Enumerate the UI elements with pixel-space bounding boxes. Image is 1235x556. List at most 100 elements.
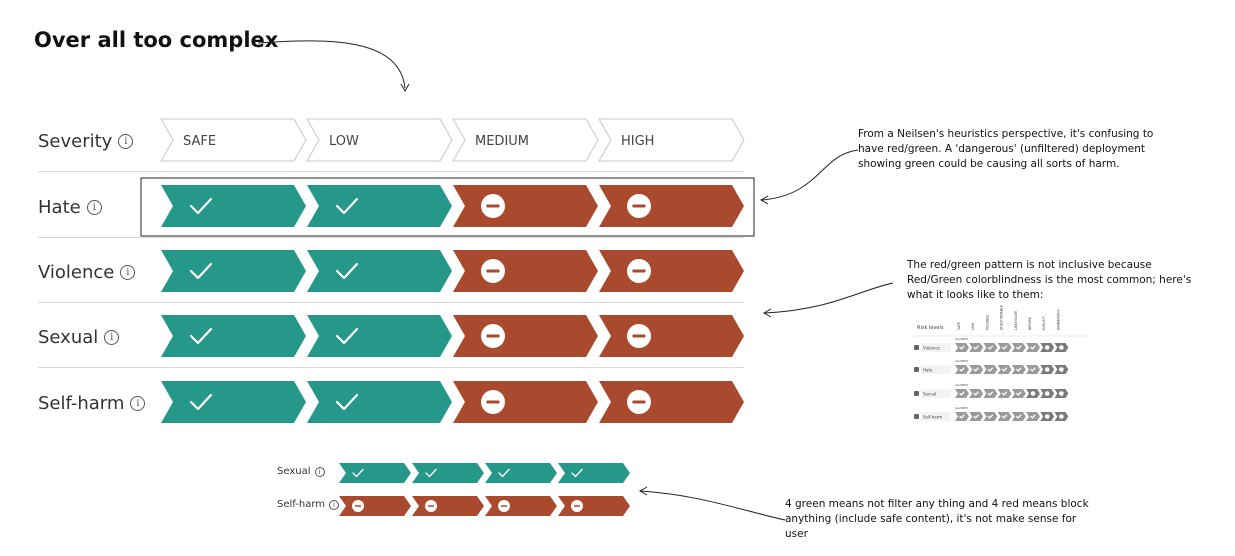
severity-level-label: SAFE — [183, 134, 216, 149]
hate-highlight-box — [140, 177, 755, 237]
check-icon — [1030, 345, 1036, 350]
check-icon — [1030, 367, 1036, 372]
title-arrow — [257, 40, 406, 89]
category-label-sexual: Sexual i — [38, 323, 120, 351]
check-icon — [352, 468, 364, 478]
block-icon — [571, 500, 583, 512]
block-icon — [498, 500, 510, 512]
info-icon[interactable]: i — [86, 199, 102, 215]
thumb-block-icon — [1059, 414, 1064, 419]
severity-level-chevron — [160, 118, 307, 162]
allow-chevron[interactable] — [161, 185, 306, 227]
block-icon — [481, 259, 505, 283]
check-icon — [959, 391, 965, 396]
allow-chevron[interactable] — [307, 185, 452, 227]
hate-arrow-head — [759, 195, 769, 205]
info-icon[interactable]: i — [329, 499, 340, 510]
check-icon — [987, 391, 994, 396]
check-icon — [335, 327, 359, 345]
severity-level-label: LOW — [329, 134, 359, 149]
allow-chevron[interactable] — [161, 315, 306, 357]
block-icon — [481, 324, 505, 348]
thumb-block-icon — [1044, 345, 1050, 350]
check-icon — [1001, 391, 1008, 396]
mini-block-chevron[interactable] — [485, 496, 557, 516]
severity-level-label: HIGH — [621, 134, 654, 149]
check-icon — [959, 367, 965, 372]
check-icon — [959, 345, 965, 350]
severity-label-group: Severity i — [38, 127, 134, 155]
title-arrow-head — [400, 83, 410, 93]
thumb-tag: ALLOWED — [955, 406, 968, 410]
thumb-checkbox — [914, 391, 919, 396]
mini-block-chevron[interactable] — [339, 496, 411, 516]
block-icon — [627, 324, 651, 348]
allow-chevron[interactable] — [161, 381, 306, 423]
block-icon — [481, 390, 505, 414]
severity-level-chevron — [452, 118, 599, 162]
colorblind-note: The red/green pattern is not inclusive b… — [907, 259, 1192, 301]
check-icon — [1001, 414, 1008, 419]
check-icon — [335, 262, 359, 280]
block-icon — [627, 259, 651, 283]
severity-label: Severity — [38, 130, 113, 152]
allow-chevron[interactable] — [307, 381, 452, 423]
thumb-tag: ALLOWED — [955, 337, 968, 341]
info-icon[interactable]: i — [130, 395, 146, 411]
info-icon[interactable]: i — [120, 264, 136, 280]
allow-chevron[interactable] — [161, 250, 306, 292]
allow-chevron[interactable] — [307, 315, 452, 357]
mini-allow-chevron[interactable] — [339, 463, 411, 483]
mini-category-label: Sexual — [277, 466, 311, 477]
check-icon — [959, 414, 965, 419]
mini-label-self-harm: Self-harm i — [277, 499, 340, 510]
info-icon[interactable]: i — [118, 133, 134, 149]
mini-allow-chevron[interactable] — [412, 463, 484, 483]
info-icon[interactable]: i — [104, 329, 120, 345]
check-icon — [425, 468, 437, 478]
check-icon — [987, 367, 994, 372]
check-icon — [335, 197, 359, 215]
category-label: Self-harm — [38, 392, 125, 414]
thumb-checkbox — [914, 414, 919, 419]
info-icon[interactable]: i — [314, 466, 325, 477]
severity-level-label: MEDIUM — [475, 134, 529, 149]
mini-allow-chevron[interactable] — [485, 463, 557, 483]
check-icon — [987, 345, 994, 350]
category-label: Sexual — [38, 326, 99, 348]
thumb-row-pill — [921, 365, 951, 374]
thumb-block-icon — [1059, 391, 1064, 396]
thumb-column-label: LIKELY/SAFE — [1014, 311, 1018, 330]
divider — [38, 302, 744, 303]
filter-note: 4 green means not filter any thing and 4… — [785, 498, 1089, 540]
check-icon — [335, 393, 359, 411]
thumb-block-icon — [1044, 414, 1050, 419]
filter-arrow — [640, 490, 786, 521]
block-icon — [425, 500, 437, 512]
mini-block-chevron[interactable] — [558, 496, 630, 516]
mini-block-chevron[interactable] — [412, 496, 484, 516]
thumb-column-label: POSSIBLE — [985, 315, 989, 330]
thumb-checkbox — [914, 345, 919, 350]
mini-category-label: Self-harm — [277, 499, 326, 510]
thumb-row-pill — [921, 343, 951, 352]
thumb-row-label: Hate — [923, 368, 933, 373]
thumb-block-icon — [1044, 391, 1050, 396]
divider — [38, 171, 744, 172]
check-icon — [1016, 367, 1022, 372]
check-icon — [973, 345, 979, 350]
thumb-block-icon — [1030, 391, 1036, 396]
check-icon — [189, 262, 213, 280]
check-icon — [1030, 414, 1036, 419]
mini-allow-chevron[interactable] — [558, 463, 630, 483]
check-icon — [1001, 367, 1008, 372]
thumb-row-label: Self-harm — [923, 415, 942, 420]
check-icon — [1016, 414, 1022, 419]
thumb-header: Risk levels — [917, 325, 944, 331]
mini-label-sexual: Sexual i — [277, 466, 325, 477]
thumb-column-label: SAFE — [957, 322, 961, 330]
category-label: Violence — [38, 261, 115, 283]
allow-chevron[interactable] — [307, 250, 452, 292]
